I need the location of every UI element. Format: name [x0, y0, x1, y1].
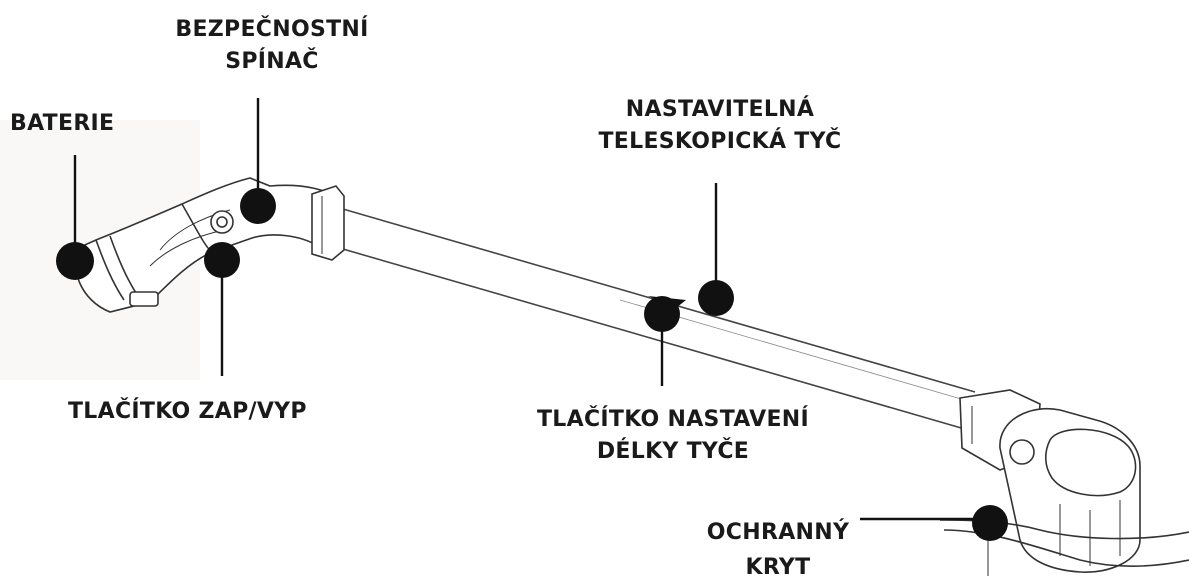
label-bezpecnostni-spinac: BEZPEČNOSTNÍ SPÍNAČ [152, 14, 392, 78]
label-nastaveni-line-2: DÉLKY TYČE [596, 439, 750, 464]
leader-lines [73, 98, 980, 521]
label-bezpecnostni-line-1: BEZPEČNOSTNÍ [175, 17, 369, 42]
label-teleskopicka-tyc: NASTAVITELNÁ TELESKOPICKÁ TYČ [566, 94, 874, 158]
trimmer-head [939, 389, 1189, 576]
label-kryt-line-2: KRYT [745, 555, 811, 580]
marker-tyc [698, 280, 734, 316]
marker-baterie [56, 242, 94, 280]
label-tyc-line-2: TELESKOPICKÁ TYČ [598, 129, 842, 154]
label-nastaveni-line-1: TLAČÍTKO NASTAVENÍ [537, 407, 809, 432]
marker-kryt [972, 505, 1008, 541]
marker-zapvyp [204, 242, 240, 278]
label-tlacitko-nastaveni: TLAČÍTKO NASTAVENÍ DÉLKY TYČE [497, 404, 849, 468]
callout-markers [56, 188, 1008, 541]
label-tyc-line-1: NASTAVITELNÁ [625, 97, 815, 122]
label-bezpecnostni-line-2: SPÍNAČ [225, 49, 319, 74]
label-tlacitko-zapvyp: TLAČÍTKO ZAP/VYP [68, 396, 307, 428]
label-baterie: BATERIE [10, 108, 114, 140]
label-ochranny-kryt: OCHRANNÝ KRYT [680, 515, 876, 585]
label-kryt-line-1: OCHRANNÝ [706, 520, 850, 545]
label-zapvyp-line-1: TLAČÍTKO ZAP/VYP [68, 399, 307, 424]
marker-bezpecnostni [240, 188, 276, 224]
marker-nastaveni [644, 296, 680, 332]
label-baterie-line-1: BATERIE [10, 111, 115, 136]
